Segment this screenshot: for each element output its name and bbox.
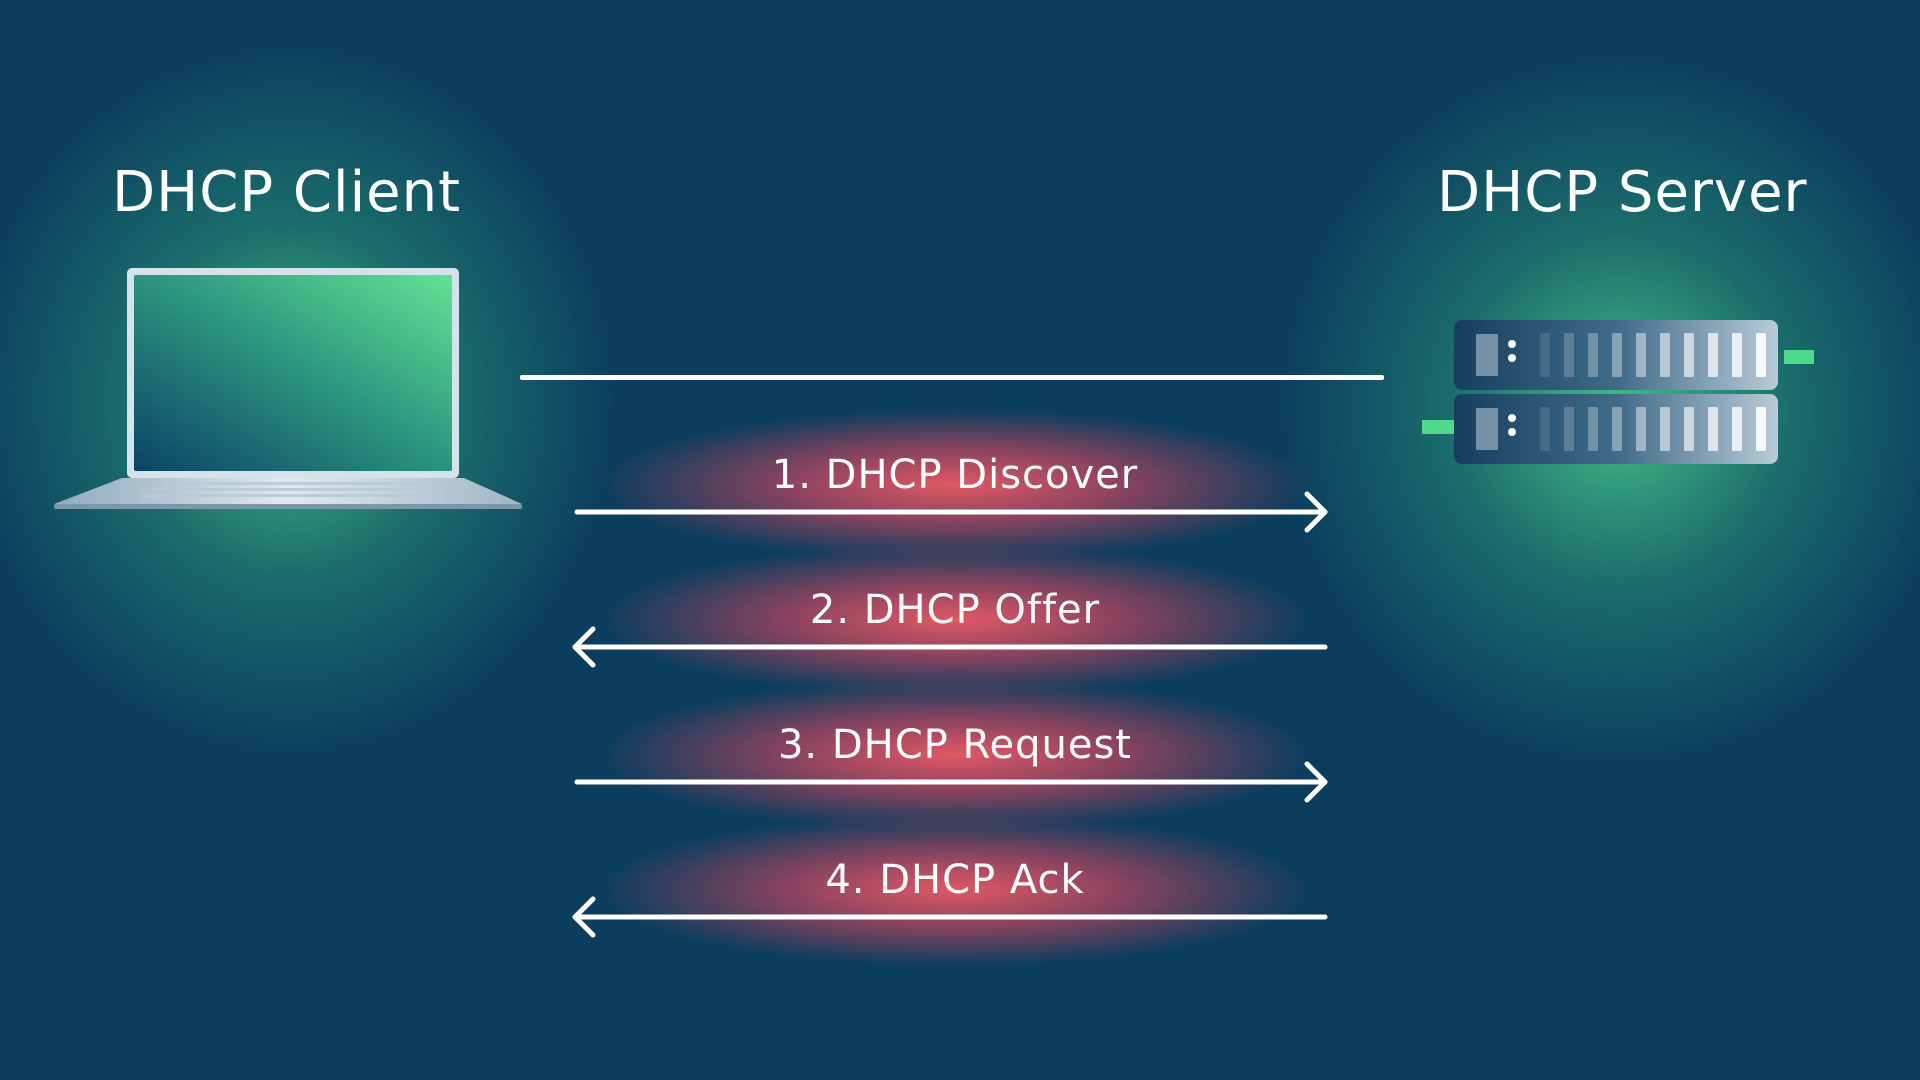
message-glow: [605, 545, 1305, 695]
server-slot: [1732, 407, 1742, 451]
server-slot: [1732, 333, 1742, 377]
server-slot: [1612, 407, 1622, 451]
message-glow: [605, 680, 1305, 830]
message-label-ack: 4. DHCP Ack: [825, 857, 1085, 903]
server-slot: [1540, 333, 1550, 377]
laptop-icon: [54, 268, 522, 509]
message-glow: [605, 410, 1305, 560]
server-slot: [1588, 333, 1598, 377]
network-link-line: [520, 375, 1384, 380]
server-slot: [1636, 333, 1646, 377]
server-slot: [1636, 407, 1646, 451]
server-slot: [1756, 407, 1766, 451]
server-title: DHCP Server: [1437, 160, 1808, 225]
server-slot: [1708, 407, 1718, 451]
server-slot: [1684, 407, 1694, 451]
server-slot: [1708, 333, 1718, 377]
arrow-left-icon: [572, 626, 1328, 668]
message-label-offer: 2. DHCP Offer: [809, 587, 1101, 633]
arrow-right-icon: [574, 491, 1328, 533]
server-slot: [1540, 407, 1550, 451]
server-rack-icon: [1422, 320, 1814, 464]
server-slot: [1660, 407, 1670, 451]
arrow-right-icon: [574, 761, 1328, 803]
server-slot: [1612, 333, 1622, 377]
server-slot: [1660, 333, 1670, 377]
message-label-discover: 1. DHCP Discover: [771, 452, 1139, 498]
arrow-left-icon: [572, 896, 1328, 938]
server-slot: [1564, 333, 1574, 377]
message-label-request: 3. DHCP Request: [777, 722, 1132, 768]
server-slot: [1588, 407, 1598, 451]
server-slot: [1756, 333, 1766, 377]
server-slot: [1564, 407, 1574, 451]
client-title: DHCP Client: [112, 160, 462, 225]
server-slot: [1684, 333, 1694, 377]
message-glow: [605, 815, 1305, 965]
